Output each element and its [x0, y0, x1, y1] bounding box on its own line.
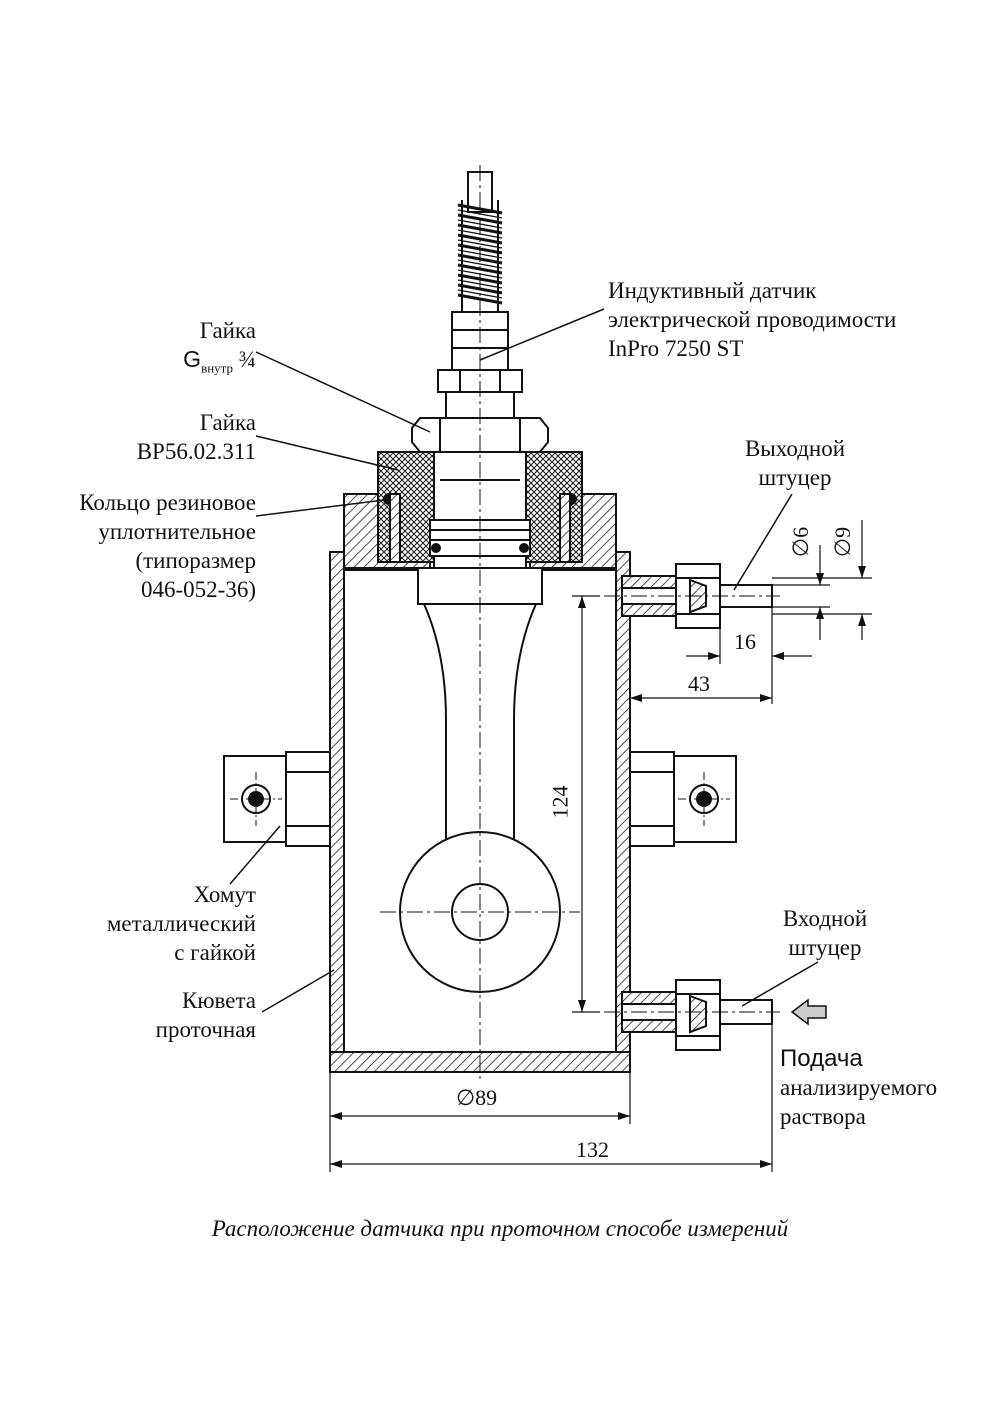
label-nut-g34-sub: внутр	[201, 360, 233, 376]
dim-124: 124	[547, 785, 573, 819]
label-sensor: Индуктивный датчик электрической проводи…	[608, 276, 896, 363]
label-o-ring: Кольцо резиновое уплотнительное (типораз…	[20, 488, 256, 604]
label-nut-g34: Гайка Gвнутр ¾	[100, 316, 256, 383]
right-clamp	[629, 751, 737, 847]
feed-arrow	[790, 998, 827, 1026]
label-o-ring-line4: 046-052-36)	[141, 577, 256, 602]
label-clamp-line1: Хомут	[193, 882, 256, 907]
inlet-fitting	[621, 979, 773, 1051]
label-outlet: Выходной штуцер	[720, 434, 870, 492]
label-nut-g34-g: G	[183, 346, 202, 372]
label-nut-g34-size: ¾	[238, 347, 256, 372]
label-nut-bp56-line1: Гайка	[199, 410, 256, 435]
label-feed-line2: анализируемого	[780, 1075, 938, 1100]
dim-43: 43	[688, 671, 710, 696]
center-lines	[380, 165, 780, 1080]
label-clamp-line2: металлический	[106, 911, 256, 936]
left-clamp	[223, 751, 331, 847]
dimension-lines	[329, 520, 872, 1172]
label-clamp: Хомут металлический с гайкой	[40, 880, 256, 967]
dim-d9: ∅9	[830, 526, 856, 558]
figure-caption: Расположение датчика при проточном спосо…	[211, 1216, 789, 1241]
label-clamp-line3: с гайкой	[174, 940, 256, 965]
dim-d89: ∅89	[456, 1085, 498, 1110]
label-outlet-line1: Выходной	[744, 436, 846, 461]
label-nut-bp56-line2: ВР56.02.311	[136, 439, 256, 464]
nut-bp56	[377, 451, 583, 563]
label-cuvette: Кювета проточная	[60, 986, 256, 1044]
label-inlet-line2: штуцер	[788, 935, 862, 960]
label-sensor-line3: InPro 7250 ST	[608, 336, 744, 361]
label-feed-line3: раствора	[780, 1104, 866, 1129]
label-inlet-line1: Входной	[782, 906, 868, 931]
dim-d6: ∅6	[788, 526, 814, 558]
label-outlet-line2: штуцер	[758, 465, 832, 490]
label-feed-title: Подача	[780, 1045, 863, 1072]
label-o-ring-line1: Кольцо резиновое	[79, 490, 256, 515]
label-cuvette-line2: проточная	[155, 1017, 256, 1042]
label-sensor-line1: Индуктивный датчик	[608, 278, 817, 303]
label-nut-bp56: Гайка ВР56.02.311	[60, 408, 256, 466]
label-inlet: Входной штуцер	[750, 904, 900, 962]
label-sensor-line2: электрической проводимости	[608, 307, 897, 332]
label-o-ring-line2: уплотнительное	[98, 519, 256, 544]
label-nut-g34-thread: Gвнутр ¾	[100, 345, 256, 383]
label-cuvette-line1: Кювета	[182, 988, 256, 1013]
label-feed: Подача анализируемого раствора	[780, 1044, 937, 1131]
dim-132: 132	[576, 1137, 609, 1162]
leader-lines	[229, 308, 819, 1013]
label-o-ring-line3: (типоразмер	[135, 548, 256, 573]
label-nut-g34-title: Гайка	[199, 318, 256, 343]
dim-16: 16	[734, 629, 756, 654]
